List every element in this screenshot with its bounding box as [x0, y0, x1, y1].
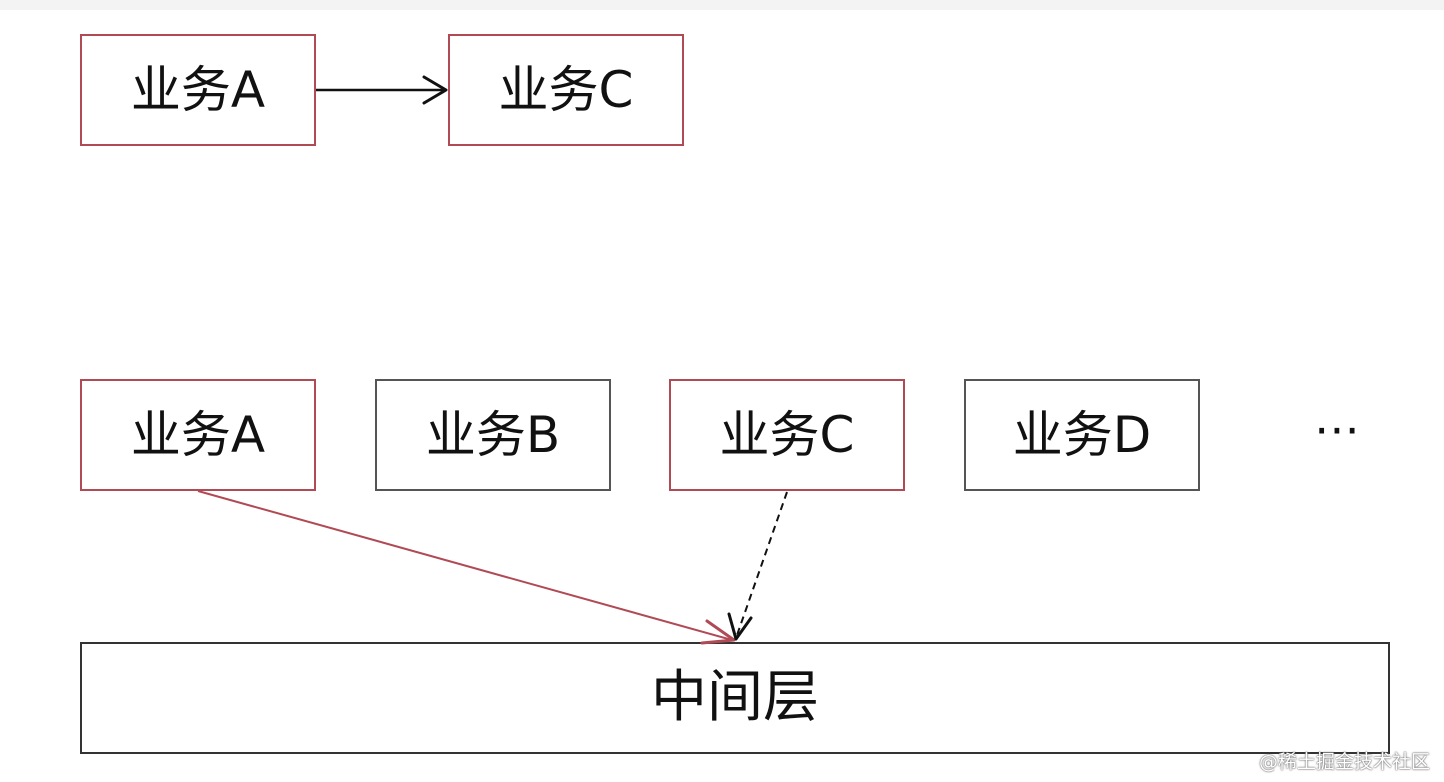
middle-layer-label: 中间层 [651, 665, 819, 730]
top-service-a-box: 业务A [80, 34, 316, 146]
service-b-label: 业务B [425, 406, 561, 464]
service-c-label: 业务C [719, 406, 855, 464]
service-b-box: 业务B [375, 379, 611, 491]
middle-layer-box: 中间层 [80, 642, 1390, 754]
dashed-arrow-service-c-to-middle-layer [727, 491, 788, 641]
top-strip [0, 0, 1444, 10]
more-ellipsis: ⋯ [1314, 402, 1366, 456]
service-c-box: 业务C [669, 379, 905, 491]
top-service-c-label: 业务C [498, 61, 634, 119]
service-a-label: 业务A [130, 406, 266, 464]
service-a-box: 业务A [80, 379, 316, 491]
service-d-box: 业务D [964, 379, 1200, 491]
service-d-label: 业务D [1012, 406, 1152, 464]
top-service-c-box: 业务C [448, 34, 684, 146]
site-watermark: @稀土掘金技术社区 [1258, 751, 1430, 773]
top-arrow-a-to-c [316, 75, 448, 105]
top-service-a-label: 业务A [130, 61, 266, 119]
arrow-service-a-to-middle-layer [197, 490, 736, 645]
